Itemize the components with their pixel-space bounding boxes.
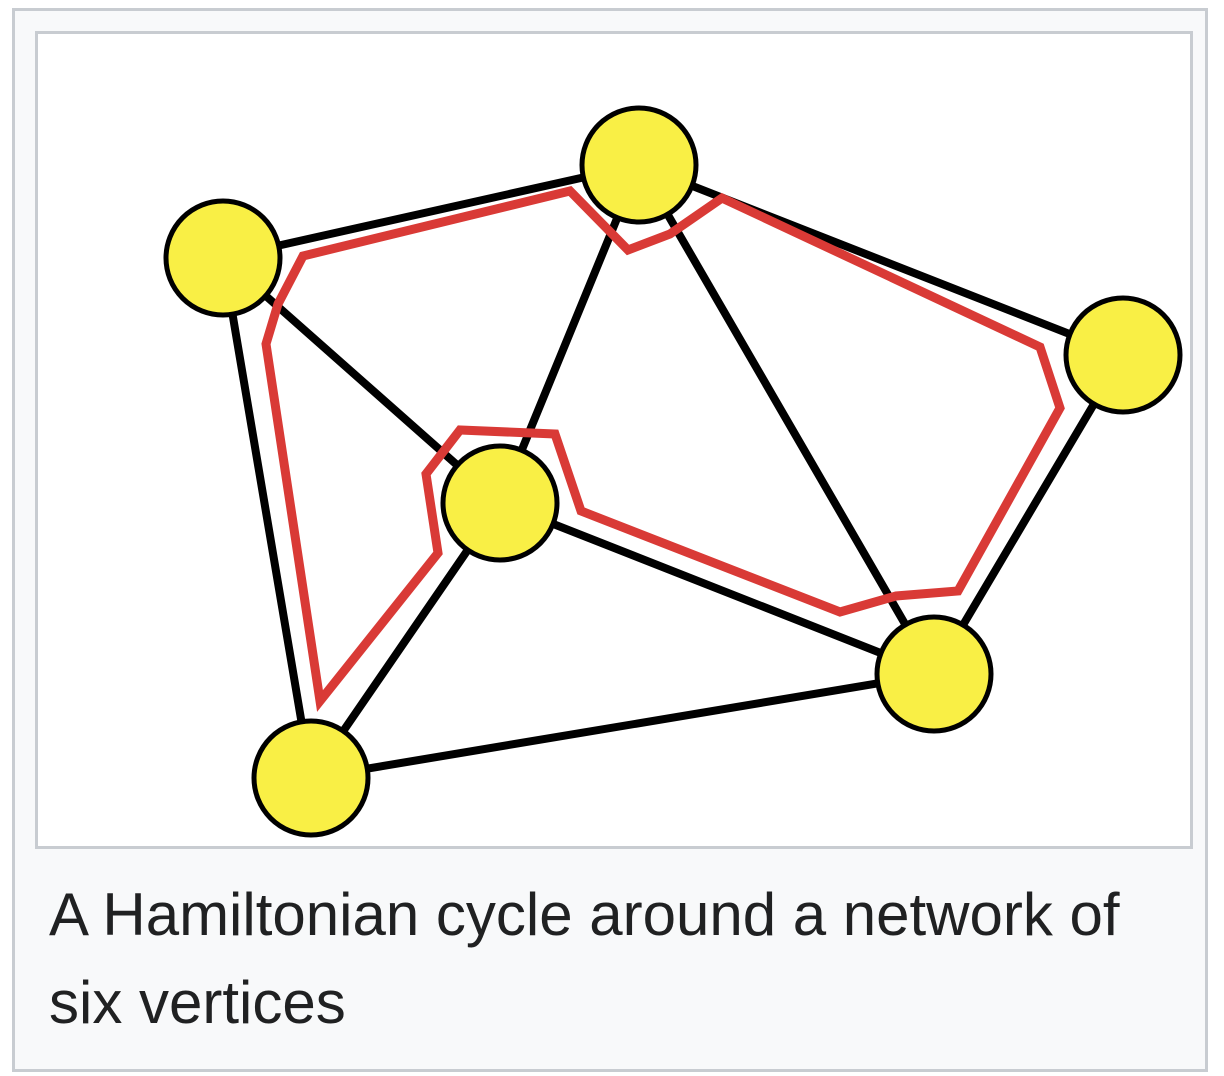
figure-caption: A Hamiltonian cycle around a network of … xyxy=(49,881,1120,1036)
edge-top-center xyxy=(496,161,643,507)
vertex-center xyxy=(440,443,560,563)
edge-left-bottom-left xyxy=(219,254,315,782)
vertex-right xyxy=(1063,295,1183,415)
graph-diagram xyxy=(163,105,1183,838)
edge-center-bottom-right xyxy=(496,499,938,678)
edge-left-center xyxy=(219,254,504,507)
edge-top-right xyxy=(635,161,1127,359)
hamiltonian-cycle xyxy=(261,186,1065,712)
edge-top-bottom-right xyxy=(635,161,938,678)
vertex-left xyxy=(163,198,283,318)
vertex-bottom-right xyxy=(874,614,994,734)
edge-left-top xyxy=(219,161,643,262)
figure-panel: A Hamiltonian cycle around a network of … xyxy=(12,8,1208,1072)
vertex-bottom-left xyxy=(251,718,371,838)
vertex-top xyxy=(579,105,699,225)
graph-image xyxy=(35,31,1193,849)
edge-right-bottom-right xyxy=(930,351,1127,678)
edge-bottom-left-bottom-right xyxy=(307,670,938,782)
